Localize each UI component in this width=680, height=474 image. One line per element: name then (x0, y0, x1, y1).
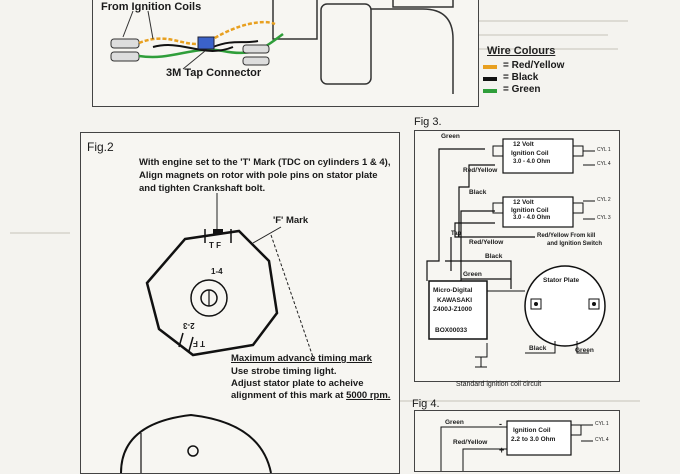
fig2-panel: Fig.2 With engine set to the 'T' Mark (T… (80, 132, 400, 474)
fig4-minus: - (499, 419, 502, 429)
fig4-title: Fig 4. (412, 398, 440, 410)
timing-mark-2-3: 2-3 (183, 321, 195, 330)
coil2-line3: 3.0 - 4.0 Ohm (513, 215, 551, 221)
advance-instruction-2: Adjust stator plate to acheive (231, 378, 364, 389)
fig4-red-yellow-label: Red/Yellow (453, 439, 488, 446)
cyl3-label: CYL 3 (597, 215, 611, 221)
wire-colours-legend-title: Wire Colours (487, 45, 556, 57)
show-through-line (478, 48, 618, 50)
fig3-black-label: Black (469, 189, 487, 196)
max-advance-title: Maximum advance timing mark (231, 353, 372, 364)
fig1-tap-connector-label: 3M Tap Connector (166, 67, 262, 79)
fig4-cyl4-label: CYL 4 (595, 437, 609, 443)
unit-line4: BOX00033 (435, 327, 468, 334)
stator-plate-label: Stator Plate (543, 277, 580, 284)
fig1-wiring-drawing (110, 0, 454, 94)
black-swatch (483, 77, 497, 81)
f-mark-label: 'F' Mark (273, 215, 309, 226)
fig4-coil-line2: 2.2 to 3.0 Ohm (511, 436, 556, 443)
legend-label: = Green (503, 84, 541, 95)
fig2-title: Fig.2 (87, 140, 114, 154)
coil2-line2: Ignition Coil (511, 207, 549, 214)
coil1-line1: 12 Volt (513, 141, 534, 148)
from-kill-switch-label-1: Red/Yellow From kill (537, 233, 596, 239)
from-kill-switch-label-2: and Ignition Switch (547, 241, 602, 247)
cyl1-label: CYL 1 (597, 147, 611, 153)
fig2-instruction-3: and tighten Crankshaft bolt. (139, 183, 266, 194)
fig4-plus: + (499, 445, 505, 455)
advance-rpm-value: 5000 rpm. (346, 390, 391, 401)
red-yellow-swatch (483, 65, 497, 69)
show-through-line (10, 232, 70, 234)
timing-mark-tf-bottom: T F (193, 339, 205, 348)
show-through-line (400, 400, 640, 402)
fig3-red-yellow-label: Red/Yellow (463, 167, 498, 174)
unit-line2: KAWASAKI (437, 297, 473, 304)
show-through-line (478, 34, 608, 36)
coil1-line2: Ignition Coil (511, 150, 549, 157)
fig3-circuit-drawing (426, 138, 606, 368)
unit-line1: Micro-Digital (433, 287, 473, 294)
fig3-green-label: Green (441, 133, 460, 140)
coil1-line3: 3.0 - 4.0 Ohm (513, 159, 551, 165)
cyl4-label: CYL 4 (597, 161, 611, 167)
legend-label: = Black (503, 72, 539, 83)
fig4-green-label: Green (445, 419, 464, 426)
advance-instruction-3-text: alignment of this mark at (231, 390, 347, 401)
fig2-instruction-2: Align magnets on rotor with pole pins on… (139, 170, 378, 181)
coil2-line1: 12 Volt (513, 199, 534, 206)
fig1-panel: From Ignition Coils 3M Tap Connector Wir… (92, 0, 564, 107)
cyl2-label: CYL 2 (597, 197, 611, 203)
unit-line3: Z400J-Z1000 (433, 306, 473, 313)
fig4-coil-line1: Ignition Coil (513, 427, 551, 434)
fig3-black-label-2: Black (485, 253, 503, 260)
fig3-panel: Green Red/Yellow Black Tap Red/Yellow 12… (414, 130, 620, 382)
advance-instruction-3: alignment of this mark at 5000 rpm. (231, 390, 390, 401)
fig4-cyl1-label: CYL 1 (595, 421, 609, 427)
fig4-circuit-drawing (440, 420, 593, 471)
fig3-green-label-2: Green (463, 271, 482, 278)
fig3-red-yellow-label-2: Red/Yellow (469, 239, 504, 246)
fig3-tap-label: Tap (451, 231, 462, 237)
stator-black-label: Black (529, 345, 547, 352)
fig4-panel: Green Red/Yellow Ignition Coil 2.2 to 3.… (414, 410, 620, 472)
advance-instruction-1: Use strobe timing light. (231, 366, 337, 377)
timing-mark-1-4: 1-4 (211, 267, 223, 276)
fig2-instruction-1: With engine set to the 'T' Mark (TDC on … (139, 157, 391, 168)
green-swatch (483, 89, 497, 93)
timing-mark-tf-top: T F (209, 241, 221, 250)
fig1-from-ignition-coils-label: From Ignition Coils (101, 1, 202, 13)
stator-plate-drawing (120, 193, 316, 473)
fig3-title: Fig 3. (414, 116, 442, 128)
show-through-line (478, 20, 628, 22)
stator-green-label: Green (575, 347, 594, 354)
fig3-caption: Standard ignition coil circuit (456, 381, 542, 388)
legend-label: = Red/Yellow (503, 60, 565, 71)
